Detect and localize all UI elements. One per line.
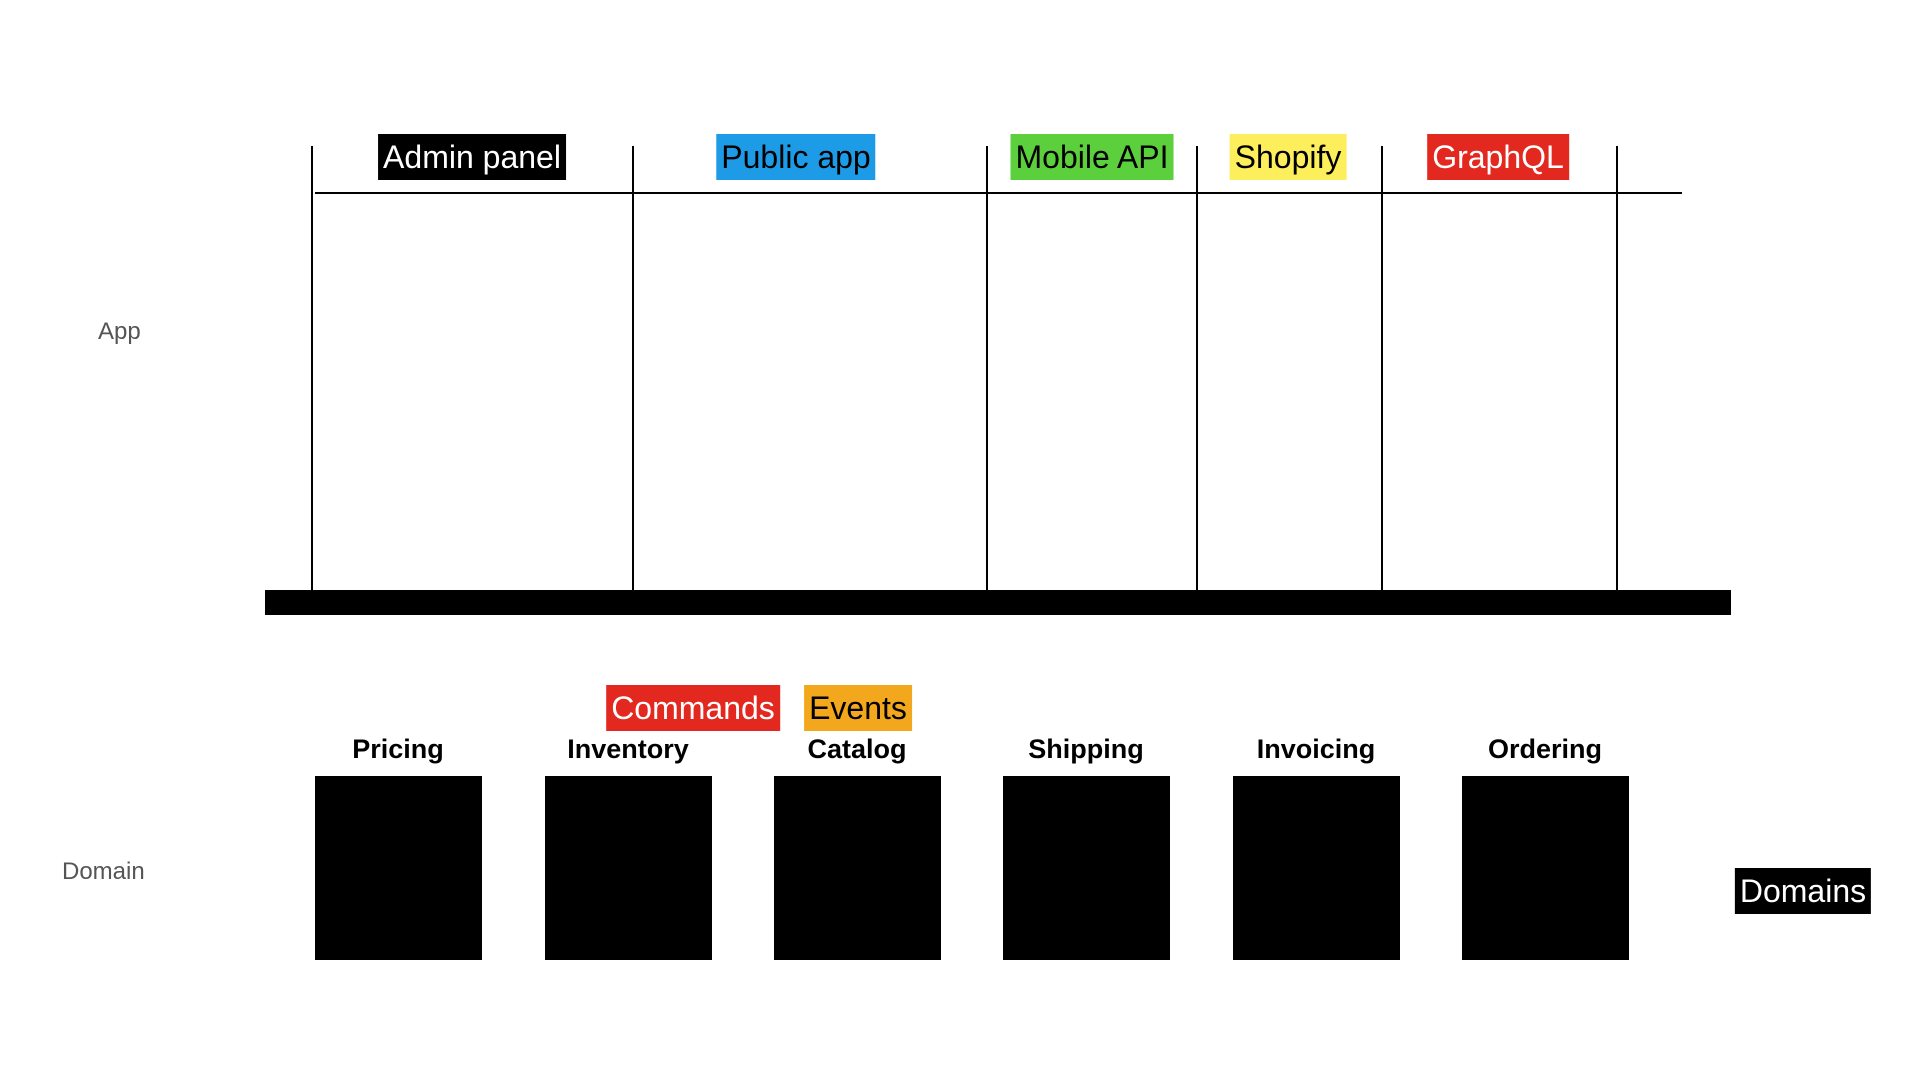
- app-column-divider: [632, 146, 634, 594]
- app-column-divider: [1381, 146, 1383, 594]
- domain-title-ordering: Ordering: [1487, 734, 1603, 764]
- app-tag-public-app: Public app: [716, 134, 876, 180]
- events-tag: Events: [804, 685, 912, 731]
- domain-title-catalog: Catalog: [807, 734, 907, 764]
- domain-box-inventory: [545, 776, 712, 960]
- domain-box-shipping: [1003, 776, 1170, 960]
- domain-title-inventory: Inventory: [567, 734, 689, 764]
- app-tag-graphql: GraphQL: [1427, 134, 1569, 180]
- app-layer-label: App: [98, 318, 141, 345]
- domain-title-shipping: Shipping: [1028, 734, 1144, 764]
- commands-tag: Commands: [606, 685, 780, 731]
- domain-box-pricing: [315, 776, 482, 960]
- domain-box-ordering: [1462, 776, 1629, 960]
- layer-separator-bar: [265, 590, 1731, 615]
- app-tag-mobile-api: Mobile API: [1010, 134, 1174, 180]
- domain-layer-label: Domain: [62, 858, 145, 885]
- app-column-divider: [311, 146, 313, 594]
- app-tag-admin-panel: Admin panel: [378, 134, 566, 180]
- app-header-line: [315, 192, 1682, 194]
- app-column-divider: [1196, 146, 1198, 594]
- domains-tag: Domains: [1734, 868, 1872, 914]
- domain-box-catalog: [774, 776, 941, 960]
- domain-title-pricing: Pricing: [352, 734, 444, 764]
- app-tag-shopify: Shopify: [1229, 134, 1347, 180]
- app-column-divider: [986, 146, 988, 594]
- domain-title-invoicing: Invoicing: [1256, 734, 1376, 764]
- app-column-divider: [1616, 146, 1618, 594]
- domain-box-invoicing: [1233, 776, 1400, 960]
